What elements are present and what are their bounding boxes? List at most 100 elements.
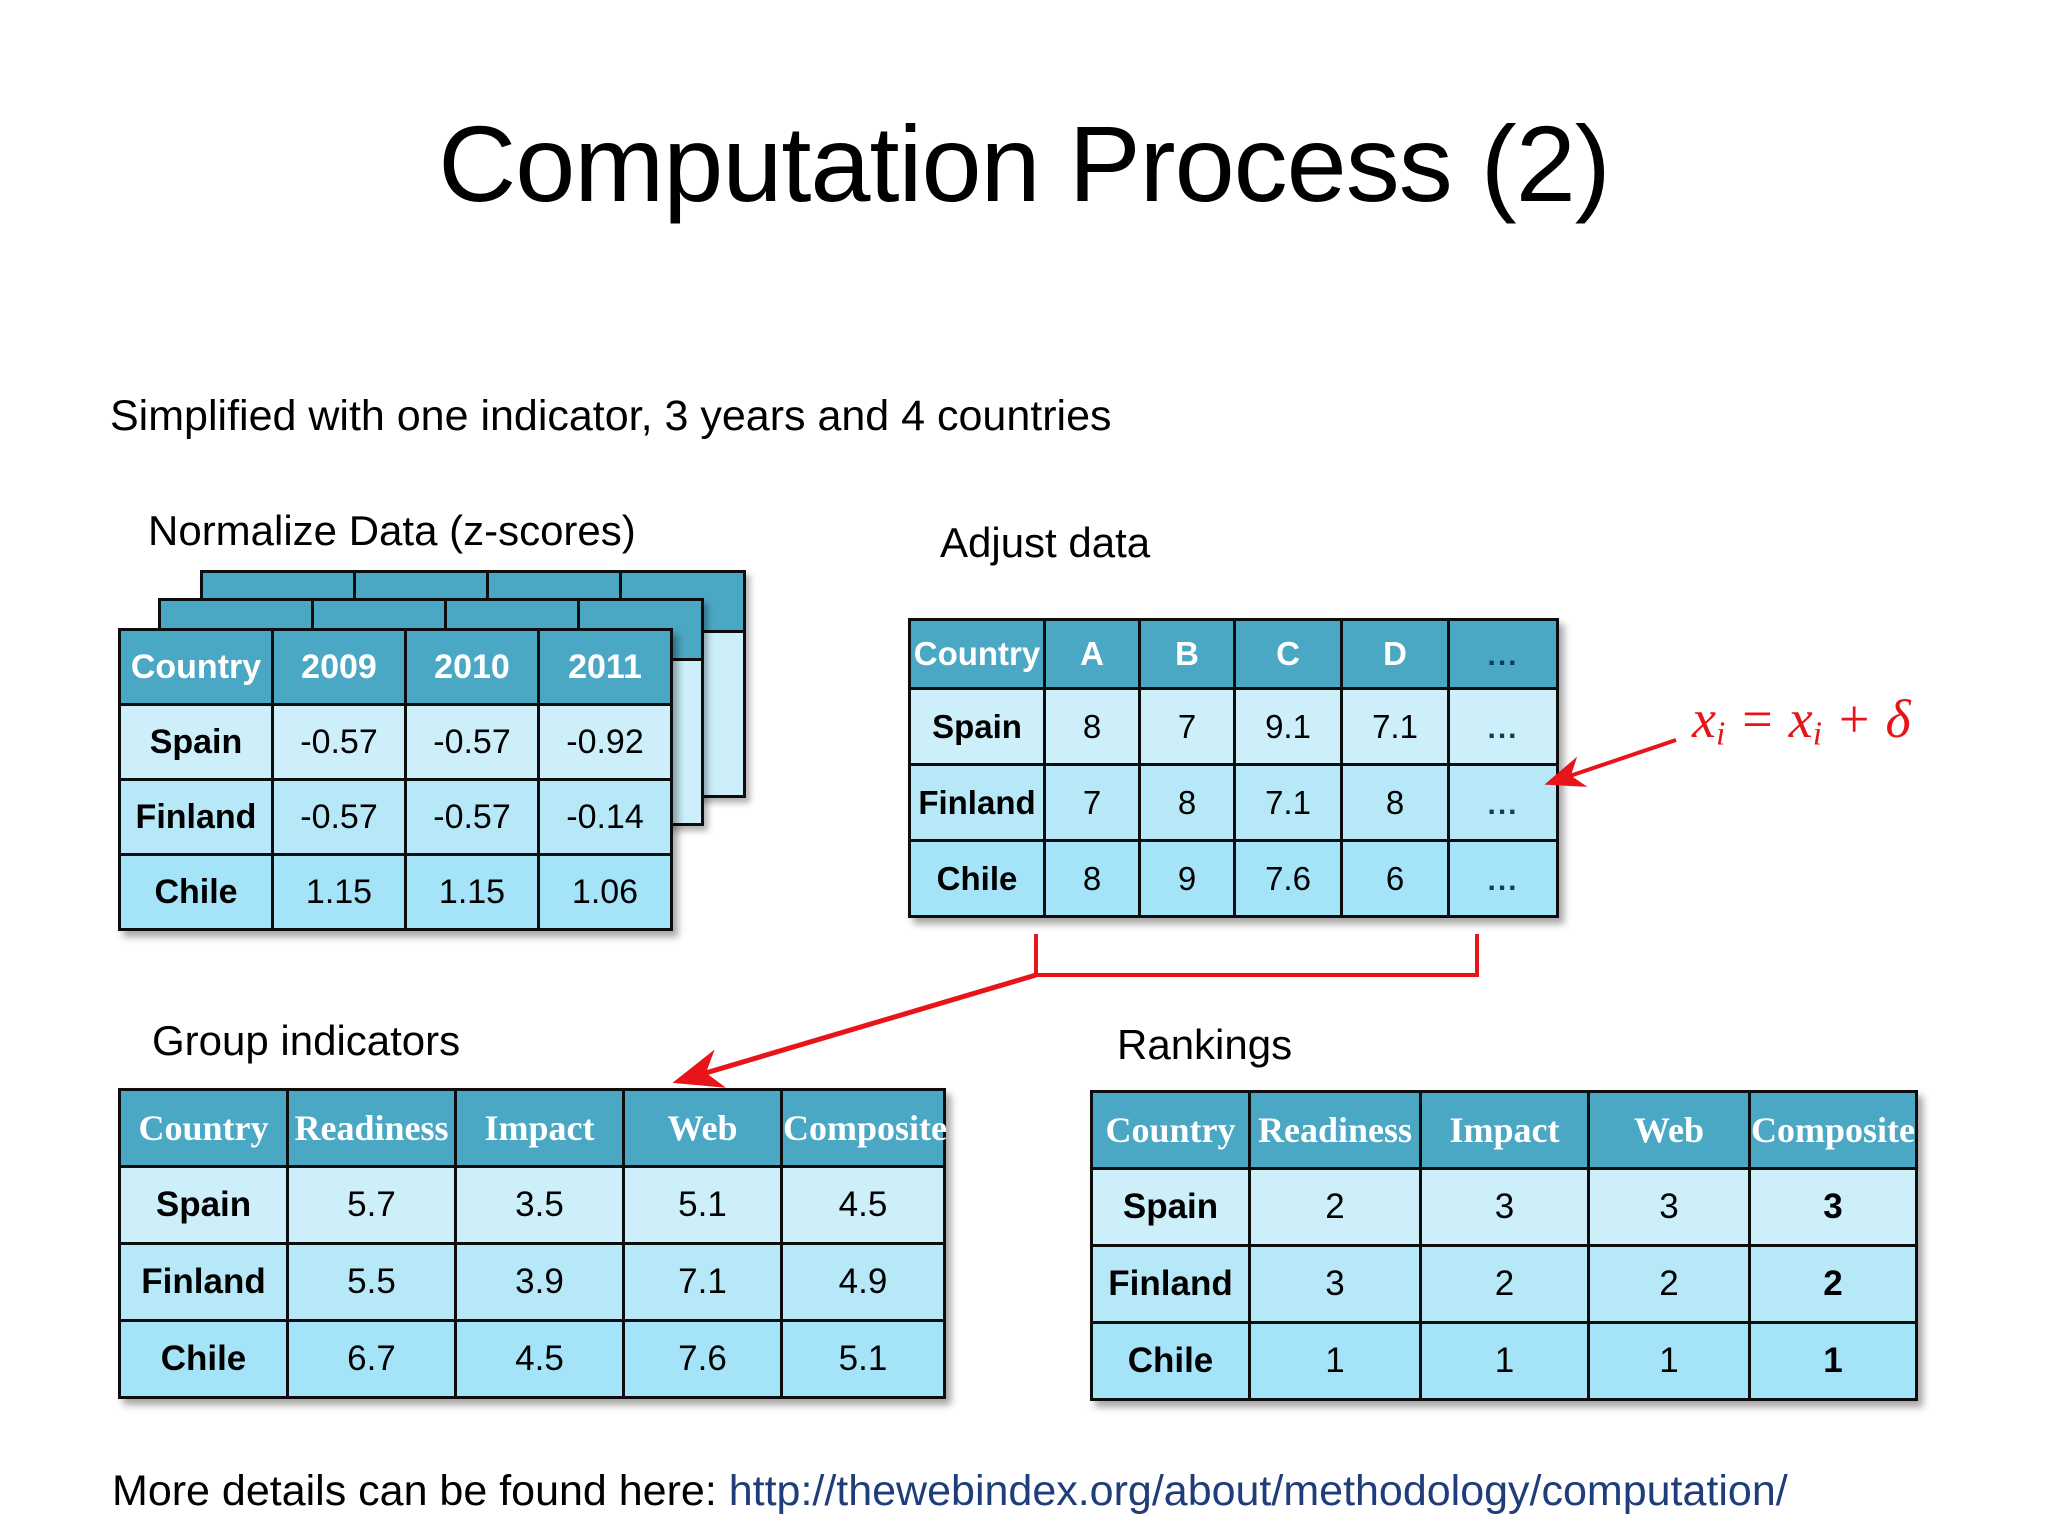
col-header-impact: Impact	[454, 1088, 625, 1168]
cell-value: -0.57	[404, 778, 540, 856]
cell-country: Chile	[118, 853, 274, 931]
col-header-b: B	[1138, 618, 1236, 690]
adjust-formula: xi = xi + δ	[1692, 688, 1911, 753]
table-header-row: Country A B C D ...	[908, 618, 1559, 690]
col-header-composite: Composite	[780, 1088, 947, 1168]
normalize-data-table[interactable]: Country 2009 2010 2011 Spain -0.57 -0.57…	[118, 628, 673, 931]
caption-group-indicators: Group indicators	[152, 1017, 461, 1064]
ellipsis-icon: ...	[1487, 787, 1519, 821]
cell-value: 6	[1340, 839, 1450, 918]
col-header-country: Country	[118, 628, 274, 706]
cell-country: Finland	[118, 1242, 289, 1322]
cell-value: 3	[1587, 1167, 1751, 1247]
cell-country: Spain	[908, 687, 1046, 766]
methodology-link[interactable]: http://thewebindex.org/about/methodology…	[728, 1467, 1788, 1515]
cell-value: 9.1	[1233, 687, 1343, 766]
col-header-2009: 2009	[271, 628, 407, 706]
cell-value: 7.6	[1233, 839, 1343, 918]
cell-value: 7.6	[622, 1319, 783, 1399]
table-row: Finland 7 8 7.1 8 ...	[908, 763, 1559, 842]
cell-value: 3.9	[454, 1242, 625, 1322]
cell-value-composite: 1	[1748, 1321, 1918, 1401]
formula-equals: =	[1725, 689, 1789, 749]
group-indicators-table[interactable]: Country Readiness Impact Web Composite S…	[118, 1088, 947, 1399]
formula-delta: δ	[1885, 689, 1911, 749]
cell-country: Chile	[118, 1319, 289, 1399]
col-header-country: Country	[908, 618, 1046, 690]
cell-value: 1.15	[271, 853, 407, 931]
cell-value: 7.1	[622, 1242, 783, 1322]
page-title: Computation Process (2)	[438, 103, 1611, 224]
cell-value: 5.1	[780, 1319, 946, 1399]
formula-plus: +	[1822, 689, 1886, 749]
cell-ellipsis: ...	[1447, 839, 1559, 918]
cell-ellipsis: ...	[1447, 763, 1559, 842]
cell-value: 5.1	[622, 1165, 783, 1245]
cell-value: 8	[1043, 687, 1141, 766]
formula-lhs-subscript: i	[1715, 715, 1726, 753]
footer-note: More details can be found here: http://t…	[112, 1467, 1788, 1515]
table-row: Spain 2 3 3 3	[1090, 1167, 1918, 1247]
col-header-ellipsis: ...	[1447, 618, 1559, 690]
table-row: Finland 3 2 2 2	[1090, 1244, 1918, 1324]
col-header-readiness: Readiness	[286, 1088, 457, 1168]
cell-value: -0.14	[537, 778, 673, 856]
formula-rhs: x	[1788, 689, 1813, 749]
table-row: Spain -0.57 -0.57 -0.92	[118, 703, 673, 781]
cell-value: 1	[1419, 1321, 1590, 1401]
formula-rhs-subscript: i	[1812, 715, 1823, 753]
ellipsis-icon: ...	[1487, 711, 1519, 745]
cell-country: Finland	[908, 763, 1046, 842]
cell-value: 8	[1340, 763, 1450, 842]
cell-value: 2	[1248, 1167, 1422, 1247]
col-header-d: D	[1340, 618, 1450, 690]
formula-lhs: x	[1692, 689, 1716, 749]
table-header-row: Country 2009 2010 2011	[118, 628, 673, 706]
table-row: Finland -0.57 -0.57 -0.14	[118, 778, 673, 856]
cell-country: Chile	[1090, 1321, 1251, 1401]
cell-value: 8	[1043, 839, 1141, 918]
cell-value: 7.1	[1340, 687, 1450, 766]
cell-value: 1.06	[537, 853, 673, 931]
cell-value: 8	[1138, 763, 1236, 842]
col-header-country: Country	[1090, 1090, 1251, 1170]
col-header-a: A	[1043, 618, 1141, 690]
cell-value: 3.5	[454, 1165, 625, 1245]
cell-country: Spain	[118, 703, 274, 781]
adjust-table-bracket	[1034, 934, 1479, 977]
cell-value: -0.57	[404, 703, 540, 781]
cell-value: 9	[1138, 839, 1236, 918]
caption-normalize-data: Normalize Data (z-scores)	[148, 507, 636, 554]
col-header-web: Web	[622, 1088, 783, 1168]
cell-ellipsis: ...	[1447, 687, 1559, 766]
cell-value-composite: 2	[1748, 1244, 1918, 1324]
rankings-table[interactable]: Country Readiness Impact Web Composite S…	[1090, 1090, 1918, 1401]
adjust-data-table[interactable]: Country A B C D ... Spain 8 7 9.1 7.1 ..…	[908, 618, 1559, 918]
cell-value: 5.7	[286, 1165, 457, 1245]
table-row: Chile 6.7 4.5 7.6 5.1	[118, 1319, 946, 1399]
caption-rankings: Rankings	[1117, 1021, 1293, 1068]
table-row: Spain 8 7 9.1 7.1 ...	[908, 687, 1559, 766]
ellipsis-icon: ...	[1487, 863, 1519, 897]
cell-value: 3	[1419, 1167, 1590, 1247]
ellipsis-icon: ...	[1487, 639, 1519, 672]
cell-country: Finland	[118, 778, 274, 856]
cell-value: 4.5	[454, 1319, 625, 1399]
col-header-impact: Impact	[1419, 1090, 1590, 1170]
cell-country: Finland	[1090, 1244, 1251, 1324]
table-row: Finland 5.5 3.9 7.1 4.9	[118, 1242, 946, 1322]
cell-value: 2	[1587, 1244, 1751, 1324]
cell-value: 4.9	[780, 1242, 946, 1322]
table-header-row: Country Readiness Impact Web Composite	[118, 1088, 947, 1168]
cell-value-composite: 3	[1748, 1167, 1918, 1247]
table-row: Chile 1 1 1 1	[1090, 1321, 1918, 1401]
cell-value: -0.57	[271, 703, 407, 781]
subtitle-text: Simplified with one indicator, 3 years a…	[110, 392, 1112, 440]
cell-country: Spain	[118, 1165, 289, 1245]
table-row: Spain 5.7 3.5 5.1 4.5	[118, 1165, 946, 1245]
cell-value: 7	[1043, 763, 1141, 842]
cell-country: Spain	[1090, 1167, 1251, 1247]
cell-value: 7	[1138, 687, 1236, 766]
cell-value: 1	[1248, 1321, 1422, 1401]
